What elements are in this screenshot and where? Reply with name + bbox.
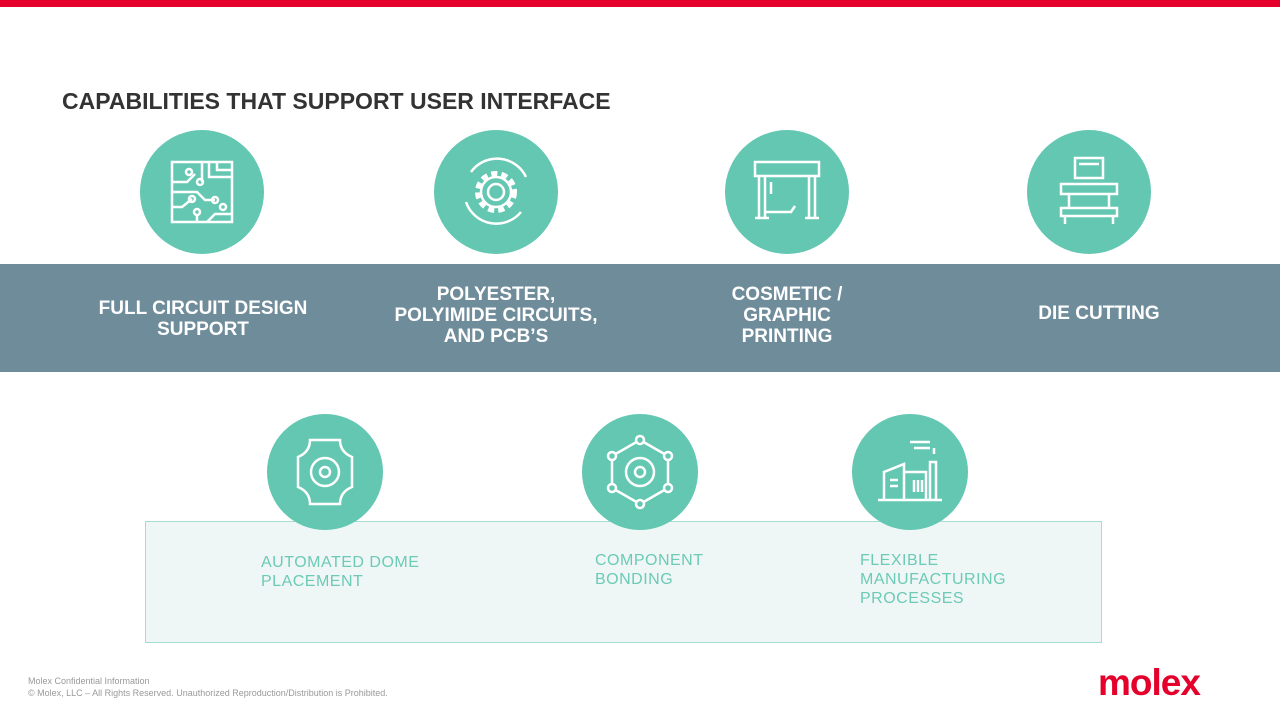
top-accent-bar (0, 0, 1280, 7)
network-gear-icon (582, 414, 698, 530)
label-full-circuit: FULL CIRCUIT DESIGN SUPPORT (98, 298, 308, 340)
label-printing: COSMETIC / GRAPHIC PRINTING (731, 284, 843, 347)
printer-icon (725, 130, 849, 254)
capabilities-band (0, 264, 1280, 372)
factory-icon (852, 414, 968, 530)
gear-cycle-icon (434, 130, 558, 254)
footer-confidential: Molex Confidential Information (28, 676, 150, 686)
page-title: CAPABILITIES THAT SUPPORT USER INTERFACE (62, 88, 611, 114)
label-die-cutting: DIE CUTTING (1038, 303, 1160, 324)
circuit-board-icon (140, 130, 264, 254)
dome-icon (267, 414, 383, 530)
footer-copyright: © Molex, LLC – All Rights Reserved. Unau… (28, 688, 388, 698)
label-component-bonding: COMPONENT BONDING (595, 552, 704, 588)
molex-logo: molex (1098, 662, 1201, 703)
label-flexible-manufacturing: FLEXIBLE MANUFACTURING PROCESSES (860, 552, 1007, 607)
label-dome-placement: AUTOMATED DOME PLACEMENT (261, 554, 420, 590)
label-polyester: POLYESTER, POLYIMIDE CIRCUITS, AND PCB’S (394, 284, 598, 347)
die-press-icon (1027, 130, 1151, 254)
